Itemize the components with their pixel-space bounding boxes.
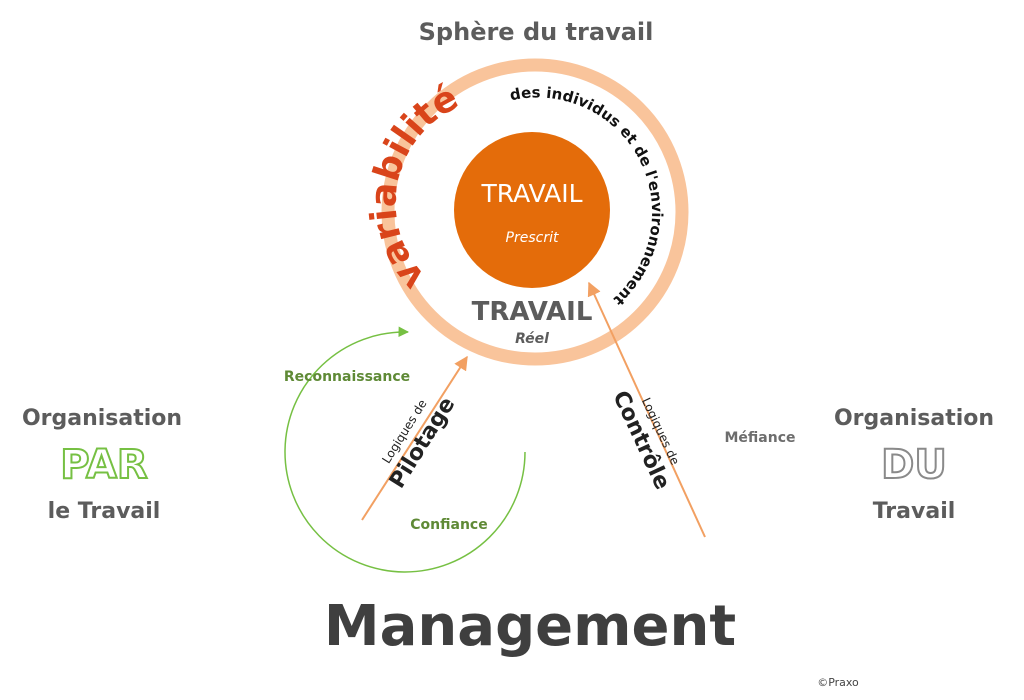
pilotage-label: Logiques de Pilotage	[379, 393, 460, 493]
right-org-key: DU	[881, 442, 947, 488]
prescrit-title: TRAVAIL	[480, 179, 582, 208]
right-org-line3: Travail	[873, 499, 956, 524]
reconnaissance-label: Reconnaissance	[284, 369, 410, 385]
pilotage-arrow	[361, 355, 468, 521]
variabilite-label: variabilité	[363, 77, 465, 298]
mefiance-label: Méfiance	[724, 430, 795, 446]
left-org-line3: le Travail	[48, 499, 161, 524]
confiance-label: Confiance	[410, 517, 487, 533]
controle-arrow	[587, 281, 706, 538]
management-title: Management	[324, 594, 736, 659]
prescrit-subtitle: Prescrit	[506, 230, 559, 246]
copyright-label: ©Praxo	[817, 676, 859, 689]
variabilite-text: variabilité	[363, 77, 465, 298]
left-org-key: PAR	[60, 442, 147, 488]
green-cycle-arrow	[284, 326, 526, 573]
sphere-ring	[381, 58, 689, 366]
reel-title: TRAVAIL	[472, 297, 593, 327]
sphere-title: Sphère du travail	[419, 18, 654, 46]
travail-prescrit-circle	[454, 132, 610, 288]
left-org-line1: Organisation	[22, 406, 182, 431]
reel-subtitle: Réel	[515, 331, 549, 347]
right-org-line1: Organisation	[834, 406, 994, 431]
